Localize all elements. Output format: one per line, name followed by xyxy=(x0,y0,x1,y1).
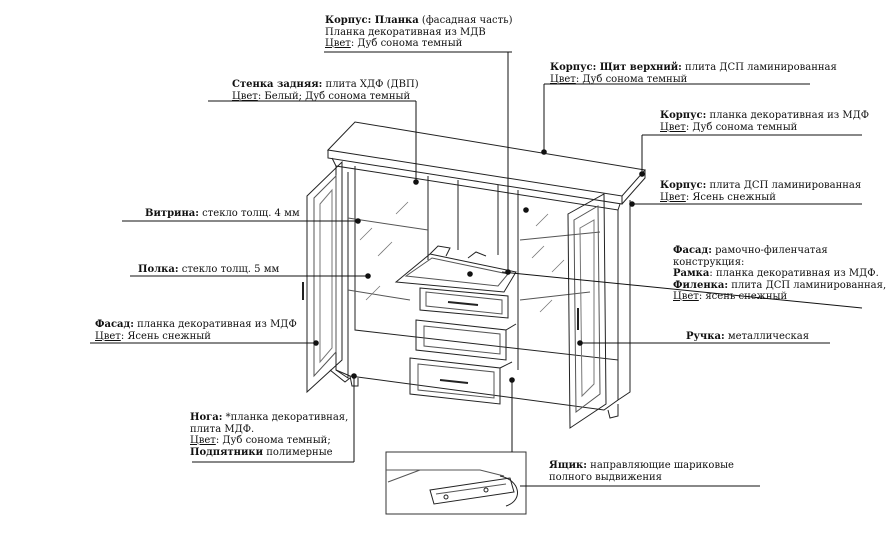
stenka-title: Стенка задняя: xyxy=(232,79,323,90)
right-door xyxy=(567,193,607,429)
yashchik-line2: полного выдвижения xyxy=(549,471,662,483)
planka-color-label: Цвет xyxy=(325,38,351,49)
callout-polka: Полка: стекло толщ. 5 мм xyxy=(138,264,279,276)
fasad-right-line4-rest: плита ДСП ламинированная, xyxy=(728,279,886,291)
stenka-color-value: : Белый; Дуб сонома темный xyxy=(257,90,411,102)
noga-line4-rest: полимерные xyxy=(263,446,333,458)
korpus-dsp-color-value: : Ясень снежный xyxy=(685,191,776,203)
stenka-color-label: Цвет xyxy=(232,90,258,102)
callout-ruchka: Ручка: металлическая xyxy=(686,331,809,343)
noga-title: Нога: xyxy=(190,412,223,423)
callout-stenka: Стенка задняя: плита ХДФ (ДВП) Цвет: Бел… xyxy=(232,79,419,102)
polka-title: Полка: xyxy=(138,264,179,275)
callout-korpus-mdf: Корпус: планка декоративная из МДФ Цвет:… xyxy=(660,110,869,133)
left-door xyxy=(306,160,343,394)
yashchik-title: Ящик: xyxy=(549,460,587,471)
noga-line2: плита МДФ. xyxy=(190,423,255,435)
ruchka-title-rest: металлическая xyxy=(724,331,810,342)
ruchka-title: Ручка: xyxy=(686,331,725,342)
vitrina-title: Витрина: xyxy=(145,208,199,219)
shchit-title-rest: плита ДСП ламинированная xyxy=(681,62,837,73)
fasad-right-line3-rest: : планка декоративная из МДФ. xyxy=(709,268,879,279)
cornice-plank xyxy=(331,157,621,211)
fasad-right-title: Фасад: xyxy=(673,245,712,256)
back-wall xyxy=(354,166,619,361)
drawer-bottom xyxy=(409,357,513,405)
yashchik-title-rest: направляющие шариковые xyxy=(586,460,734,471)
planka-line2: Планка декоративная из МДВ xyxy=(325,26,486,38)
polka-title-rest: стекло толщ. 5 мм xyxy=(178,264,280,275)
callout-noga: Нога: *планка декоративная, плита МДФ. Ц… xyxy=(190,412,348,458)
top-panel xyxy=(326,121,646,197)
noga-title-rest: *планка декоративная, xyxy=(222,412,349,423)
shchit-color-value: : Дуб сонома темный xyxy=(575,73,688,85)
stenka-title-rest: плита ХДФ (ДВП) xyxy=(322,79,419,90)
vitrina-title-rest: стекло толщ. 4 мм xyxy=(198,208,300,219)
korpus-dsp-title-rest: плита ДСП ламинированная xyxy=(706,180,862,191)
bottom-panel xyxy=(335,369,619,411)
fasad-right-line4-bold: Филенка: xyxy=(673,279,729,291)
fasad-left-title: Фасад: xyxy=(95,319,134,330)
korpus-mdf-color-label: Цвет xyxy=(660,121,686,133)
leg-right xyxy=(607,404,619,419)
callout-planka: Корпус: Планка (фасадная часть) Планка д… xyxy=(325,15,513,50)
fasad-right-color-value: : ясень снежный xyxy=(698,291,788,302)
korpus-dsp-color-label: Цвет xyxy=(660,191,686,203)
glass-shelf-left xyxy=(347,217,429,231)
planka-color-value: : Дуб сонома темный xyxy=(350,38,463,49)
right-side xyxy=(617,200,631,401)
callout-yashchik: Ящик: направляющие шариковые полного выд… xyxy=(549,460,734,483)
shchit-color-label: Цвет xyxy=(550,73,576,85)
korpus-mdf-title-rest: планка декоративная из МДФ xyxy=(706,110,870,121)
drawer-top xyxy=(394,245,517,319)
fasad-right-title-rest: рамочно-филенчатая xyxy=(711,245,828,256)
shchit-title: Корпус: Щит верхний: xyxy=(550,62,682,73)
callout-fasad-right: Фасад: рамочно-филенчатая конструкция: Р… xyxy=(673,245,886,303)
fasad-left-color-label: Цвет xyxy=(95,330,121,342)
noga-line4-bold: Подпятники xyxy=(190,446,264,458)
callout-shchit: Корпус: Щит верхний: плита ДСП ламиниров… xyxy=(550,62,837,85)
leg-left xyxy=(349,375,359,387)
fasad-right-line2: конструкция: xyxy=(673,256,745,268)
fasad-left-color-value: : Ясень снежный xyxy=(120,330,211,342)
fasad-right-color-label: Цвет xyxy=(673,291,699,302)
fasad-right-line3-bold: Рамка xyxy=(673,268,710,279)
planka-title-rest: (фасадная часть) xyxy=(418,15,513,26)
fasad-left-title-rest: планка декоративная из МДФ xyxy=(133,319,297,330)
callout-fasad-left: Фасад: планка декоративная из МДФ Цвет: … xyxy=(95,319,297,342)
callout-vitrina: Витрина: стекло толщ. 4 мм xyxy=(145,208,300,220)
korpus-mdf-title: Корпус: xyxy=(660,110,707,121)
korpus-mdf-color-value: : Дуб сонома темный xyxy=(685,121,798,133)
callout-korpus-dsp: Корпус: плита ДСП ламинированная Цвет: Я… xyxy=(660,180,861,203)
planka-title: Корпус: Планка xyxy=(325,15,419,26)
slide-detail-inset xyxy=(385,451,527,515)
noga-color-value: : Дуб сонома темный; xyxy=(215,435,331,446)
noga-color-label: Цвет xyxy=(190,435,216,446)
korpus-dsp-title: Корпус: xyxy=(660,180,707,191)
drawer-middle xyxy=(415,319,517,361)
